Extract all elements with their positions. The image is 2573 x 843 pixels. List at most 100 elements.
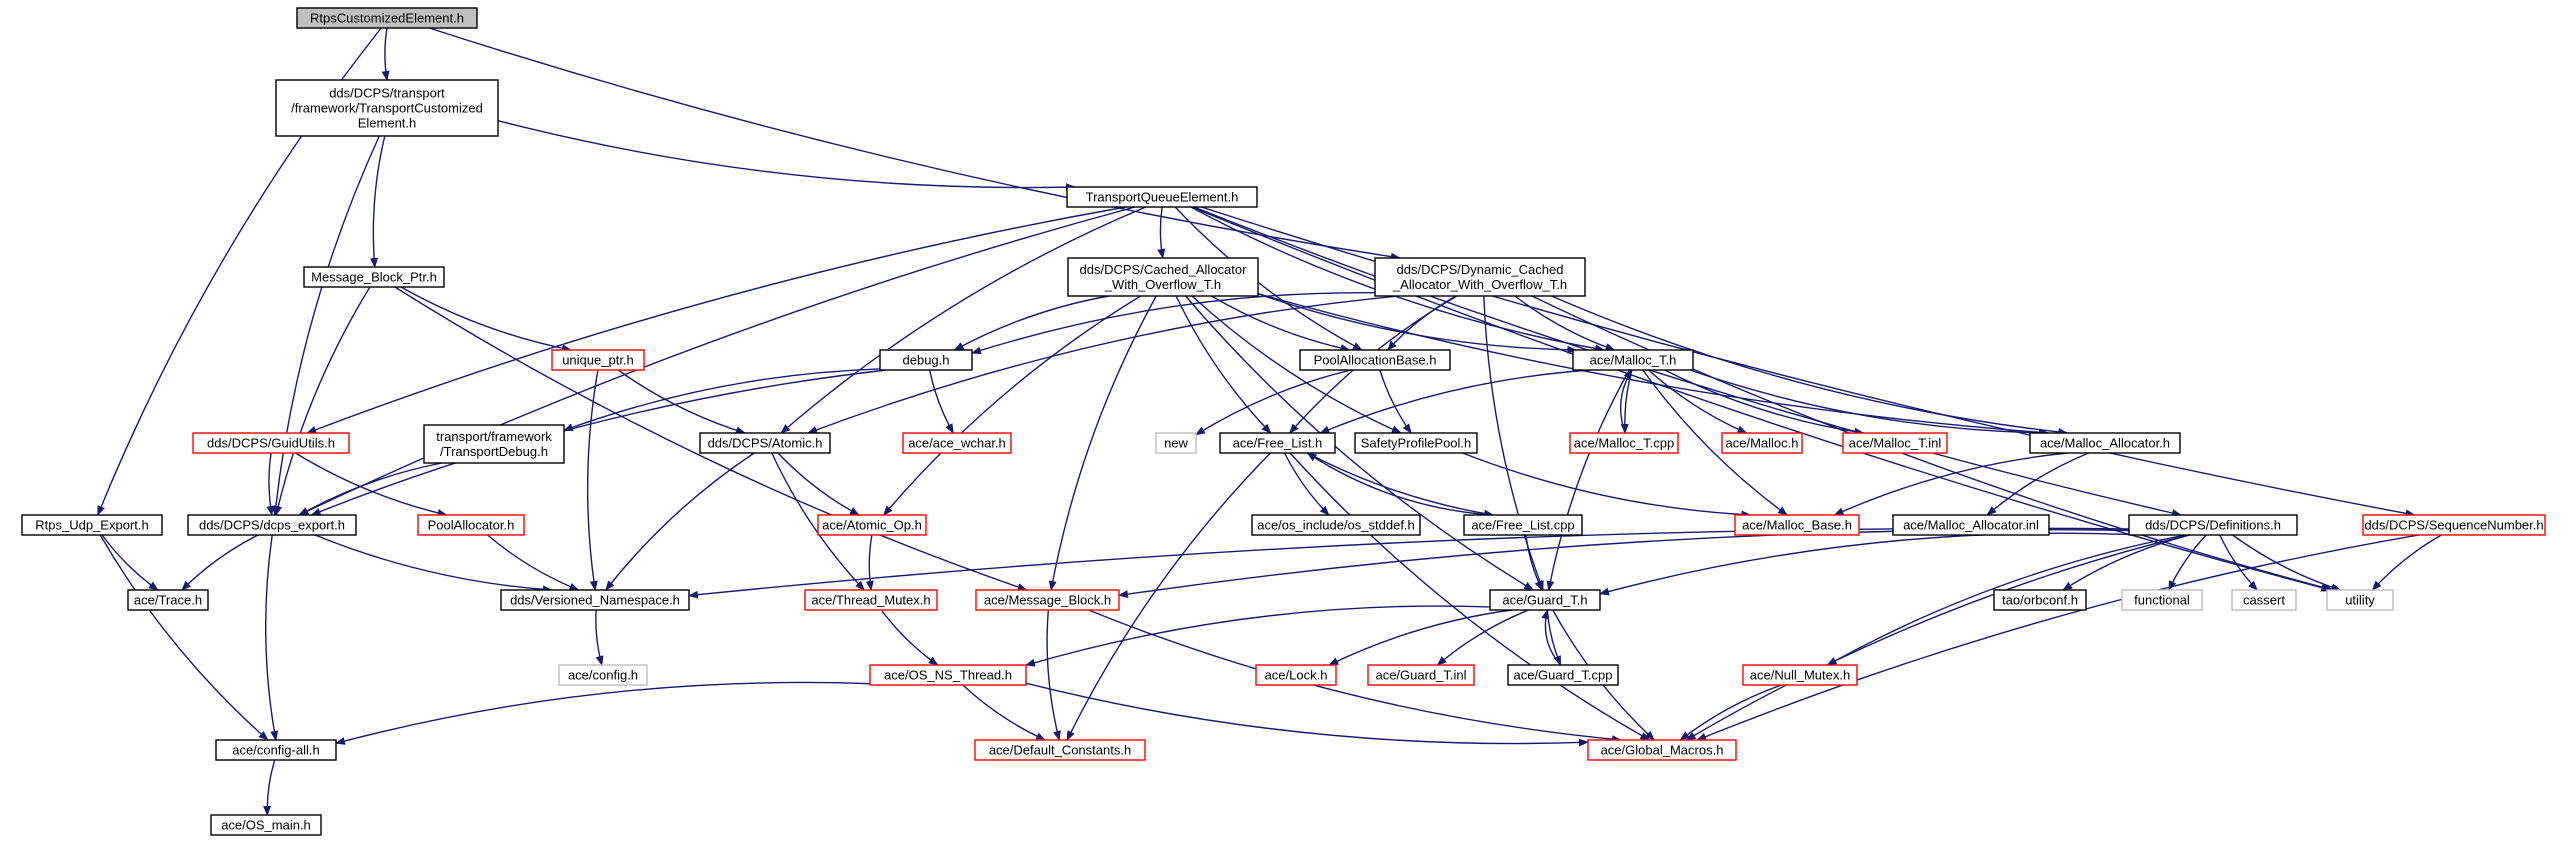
node-freelist[interactable]: ace/Free_List.h [1219, 432, 1336, 454]
edge-malloct-to-mallocinl [1664, 369, 1865, 436]
node-box [1374, 257, 1586, 297]
node-malloc[interactable]: ace/Malloc.h [1721, 432, 1803, 454]
edge-atomic-to-atomicop [777, 452, 860, 516]
edge-atomic-to-threadmutex [771, 452, 865, 591]
node-box [2326, 589, 2394, 611]
node-box [417, 514, 525, 536]
node-nullmutex[interactable]: ace/Null_Mutex.h [1742, 664, 1858, 686]
node-atomic[interactable]: dds/DCPS/Atomic.h [699, 432, 831, 454]
node-box [1219, 432, 1336, 454]
node-box [21, 514, 163, 536]
node-malloctcpp[interactable]: ace/Malloc_T.cpp [1569, 432, 1679, 454]
node-configall[interactable]: ace/config-all.h [215, 739, 337, 761]
node-unique[interactable]: unique_ptr.h [551, 349, 645, 371]
node-guardcpp[interactable]: ace/Guard_T.cpp [1507, 664, 1619, 686]
edge-seqnum-to-utility [2371, 534, 2442, 591]
node-label: ace/Malloc.h [1726, 436, 1799, 451]
node-tdebug[interactable]: transport/framework/TransportDebug.h [423, 424, 565, 464]
node-label: dds/Versioned_Namespace.h [510, 593, 680, 608]
node-poolalloc[interactable]: PoolAllocator.h [417, 514, 525, 536]
edge-guard-to-lock [1328, 609, 1512, 666]
edge-defs-to-vns [688, 527, 2130, 599]
edge-cached-to-pab [1211, 295, 1351, 352]
node-label: ace/os_include/os_stddef.h [1257, 518, 1415, 533]
node-label: utility [2345, 593, 2375, 608]
node-mallocbase[interactable]: ace/Malloc_Base.h [1734, 514, 1860, 536]
node-label: ace/Malloc_T.inl [1849, 436, 1942, 451]
node-osns[interactable]: ace/OS_NS_Thread.h [869, 664, 1027, 686]
edge-dcpsexport-to-trace [181, 534, 259, 591]
edge-poolalloc-to-vns [487, 534, 580, 591]
node-debug[interactable]: debug.h [879, 349, 973, 371]
node-atomicop[interactable]: ace/Atomic_Op.h [817, 514, 927, 536]
node-box [558, 664, 648, 686]
node-pab[interactable]: PoolAllocationBase.h [1299, 349, 1451, 371]
node-box [423, 424, 565, 464]
node-globalmacros[interactable]: ace/Global_Macros.h [1587, 739, 1737, 761]
edge-osns-to-configall [335, 681, 871, 745]
node-mbp[interactable]: Message_Block_Ptr.h [303, 266, 445, 288]
edge-tqe-to-atomic [780, 206, 1147, 434]
node-cassert[interactable]: cassert [2231, 589, 2297, 611]
edge-cached-to-debug [953, 295, 1109, 351]
node-vns[interactable]: dds/Versioned_Namespace.h [500, 589, 690, 611]
node-threadmutex[interactable]: ace/Thread_Mutex.h [804, 589, 938, 611]
node-utility[interactable]: utility [2326, 589, 2394, 611]
node-box [975, 589, 1120, 611]
edge-dyn-to-utility [1531, 295, 2334, 592]
node-box [1993, 589, 2087, 611]
edge-malloct-to-mallocalloc [1689, 369, 2050, 437]
edge-freelist-to-freelistcpp [1307, 452, 1495, 518]
node-freelistcpp[interactable]: ace/Free_List.cpp [1463, 514, 1583, 536]
node-orbconf[interactable]: tao/orbconf.h [1993, 589, 2087, 611]
node-box [1507, 664, 1619, 686]
node-box [869, 664, 1027, 686]
node-cached[interactable]: dds/DCPS/Cached_Allocator_With_Overflow_… [1067, 257, 1259, 297]
node-lock[interactable]: ace/Lock.h [1255, 664, 1337, 686]
node-mallocinl[interactable]: ace/Malloc_T.inl [1842, 432, 1948, 454]
node-dcpsexport[interactable]: dds/DCPS/dcps_export.h [187, 514, 357, 536]
node-dyn[interactable]: dds/DCPS/Dynamic_Cached_Allocator_With_O… [1374, 257, 1586, 297]
edge-cached-to-msgblock [1048, 295, 1157, 591]
node-defconst[interactable]: ace/Default_Constants.h [974, 739, 1146, 761]
node-label: dds/DCPS/dcps_export.h [199, 518, 345, 533]
node-osstddef[interactable]: ace/os_include/os_stddef.h [1251, 514, 1421, 536]
node-box [1742, 664, 1858, 686]
node-root[interactable]: RtpsCustomizedElement.h [296, 7, 478, 29]
node-box [500, 589, 690, 611]
node-tce[interactable]: dds/DCPS/transport/framework/TransportCu… [275, 79, 499, 137]
edge-tqe-to-dcpsexport [298, 206, 1136, 516]
edge-root-to-dyn [428, 27, 1401, 261]
node-new[interactable]: new [1155, 432, 1197, 454]
node-box [1067, 257, 1259, 297]
node-box [1721, 432, 1803, 454]
edge-malloct-to-freelist [1319, 369, 1591, 434]
node-osmain[interactable]: ace/OS_main.h [210, 814, 322, 836]
node-msgblock[interactable]: ace/Message_Block.h [975, 589, 1120, 611]
node-guardinl[interactable]: ace/Guard_T.inl [1367, 664, 1475, 686]
node-label: ace/OS_NS_Thread.h [884, 668, 1012, 683]
node-label: ace/Default_Constants.h [989, 743, 1131, 758]
node-spp[interactable]: SafetyProfilePool.h [1354, 432, 1478, 454]
node-box [2128, 514, 2298, 536]
node-malloct[interactable]: ace/Malloc_T.h [1572, 349, 1694, 371]
node-tqe[interactable]: TransportQueueElement.h [1066, 186, 1258, 208]
node-trace[interactable]: ace/Trace.h [127, 589, 209, 611]
node-seqnum[interactable]: dds/DCPS/SequenceNumber.h [2362, 514, 2546, 536]
node-label: dds/DCPS/Definitions.h [2145, 518, 2281, 533]
node-mallocallocinl[interactable]: ace/Malloc_Allocator.inl [1892, 514, 2050, 536]
node-label: ace/Malloc_T.h [1590, 353, 1677, 368]
node-guid[interactable]: dds/DCPS/GuidUtils.h [192, 432, 350, 454]
node-box [2029, 432, 2181, 454]
node-config[interactable]: ace/config.h [558, 664, 648, 686]
node-guard[interactable]: ace/Guard_T.h [1489, 589, 1601, 611]
node-label: ace/Guard_T.h [1502, 593, 1587, 608]
node-defs[interactable]: dds/DCPS/Definitions.h [2128, 514, 2298, 536]
edge-dyn-to-guard [1483, 295, 1544, 591]
node-wchar[interactable]: ace/ace_wchar.h [902, 432, 1012, 454]
node-label: ace/Guard_T.inl [1375, 668, 1466, 683]
edge-debug-to-wchar [929, 369, 954, 434]
node-rtpsudp[interactable]: Rtps_Udp_Export.h [21, 514, 163, 536]
node-mallocalloc[interactable]: ace/Malloc_Allocator.h [2029, 432, 2181, 454]
node-functional[interactable]: functional [2121, 589, 2203, 611]
